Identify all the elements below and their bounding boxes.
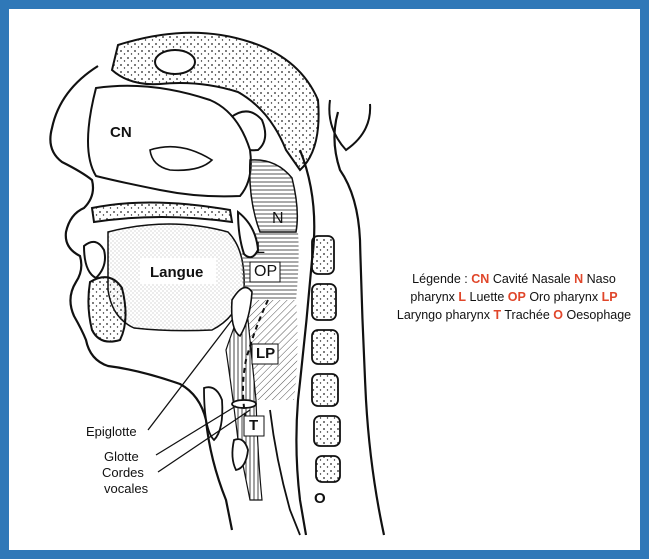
legend-text: Oesophage	[566, 308, 631, 322]
label-n: N	[272, 210, 284, 228]
label-o: O	[314, 490, 326, 507]
label-lp: LP	[256, 345, 275, 362]
legend-abbr: L	[458, 290, 466, 304]
legend-abbr: N	[574, 272, 583, 286]
label-t: T	[249, 417, 258, 434]
upper-teeth	[84, 242, 105, 278]
legend-text: Luette	[470, 290, 505, 304]
legend-text: Laryngo pharynx	[397, 308, 490, 322]
label-cordes-line2: vocales	[104, 481, 148, 496]
legend-intro: Légende :	[412, 272, 468, 286]
legend-abbr: OP	[508, 290, 526, 304]
legend-abbr: LP	[602, 290, 618, 304]
legend-abbr: O	[553, 308, 563, 322]
sphenoid-sinus	[155, 50, 195, 74]
hard-palate	[92, 202, 232, 222]
legend-text: Oro pharynx	[529, 290, 598, 304]
label-op: OP	[254, 263, 277, 281]
glotte-leader	[156, 406, 236, 455]
label-cordes-line1: Cordes	[102, 465, 144, 480]
legend-text: Cavité Nasale	[493, 272, 571, 286]
legend-abbr: CN	[471, 272, 489, 286]
label-l: L	[256, 240, 265, 258]
cervical-vertebrae	[312, 236, 340, 482]
legend-text: Trachée	[504, 308, 549, 322]
label-epiglotte: Epiglotte	[86, 424, 137, 439]
label-glotte: Glotte	[104, 449, 139, 464]
nasal-cavity	[88, 86, 251, 197]
label-cn: CN	[110, 124, 132, 141]
neck-back	[334, 112, 384, 535]
mandible	[88, 277, 125, 341]
legend: Légende : CN Cavité Nasale N Naso pharyn…	[392, 270, 636, 324]
label-langue: Langue	[150, 264, 203, 281]
legend-abbr: T	[493, 308, 501, 322]
